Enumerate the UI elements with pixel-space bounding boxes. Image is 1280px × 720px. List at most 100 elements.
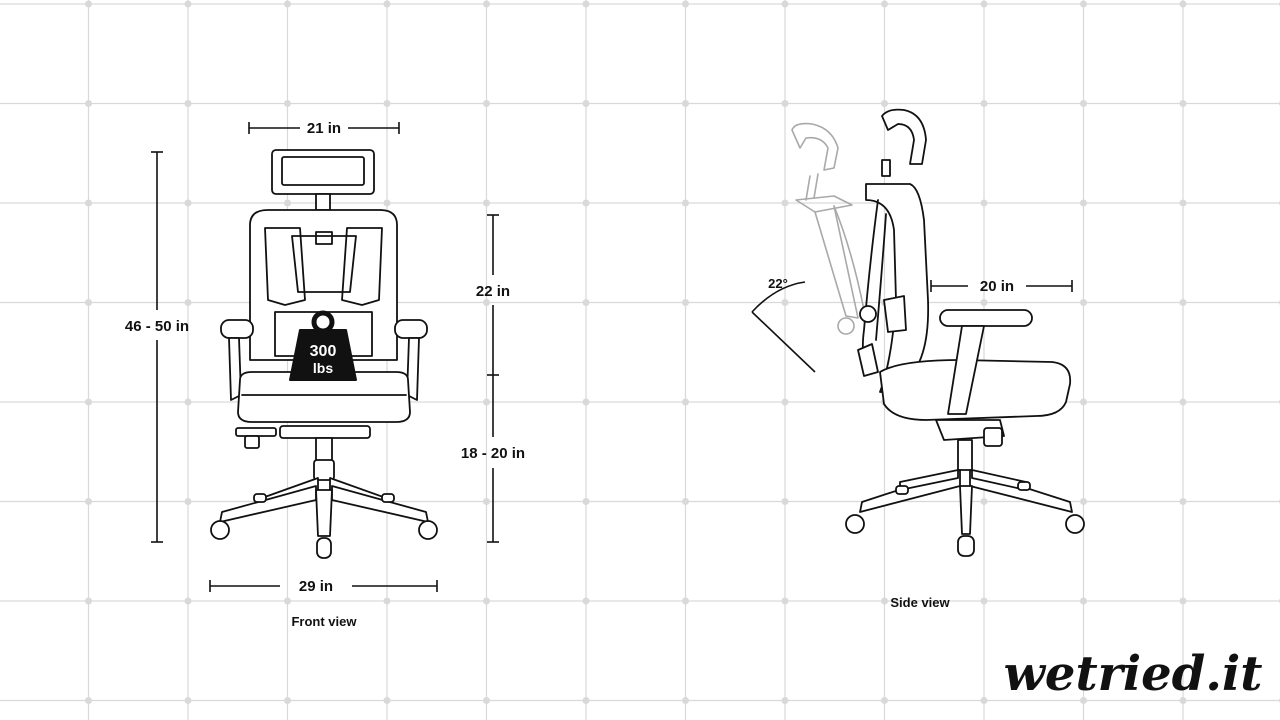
grid-node-dot [383, 199, 391, 207]
side-dimension-lines [751, 280, 1073, 373]
grid-node-dot [1179, 398, 1187, 406]
grid-node-dot [682, 697, 689, 704]
grid-node-dot [284, 0, 291, 8]
grid-node-dot [1080, 697, 1087, 704]
grid-node-dot [881, 697, 888, 704]
weight-capacity-icon: 300 lbs [289, 310, 357, 381]
grid-node-dot [1179, 100, 1187, 107]
seat-depth-label: 20 in [980, 278, 1014, 295]
grid-node-dot [184, 100, 192, 107]
grid-node-dot [184, 597, 192, 605]
reclined-backrest-ghost [791, 122, 865, 335]
grid-node-dot [483, 697, 490, 704]
grid-node-dot [184, 299, 192, 306]
grid-node-dot [881, 100, 888, 107]
grid-node-dot [184, 398, 192, 406]
grid-node-dot [781, 199, 789, 207]
grid-node-dot [284, 697, 291, 704]
grid-node-dot [184, 0, 192, 8]
grid-node-dot [582, 0, 590, 8]
grid-node-dot [85, 0, 92, 8]
grid-node-dot [284, 597, 291, 605]
grid-node-dot [184, 498, 192, 505]
grid-node-dot [980, 199, 988, 207]
grid-node-dot [1179, 597, 1187, 605]
grid-node-dot [781, 697, 789, 704]
grid-node-dot [85, 299, 92, 306]
grid-node-dot [483, 0, 490, 8]
grid-node-dot [1080, 299, 1087, 306]
grid-node-dot [85, 498, 92, 505]
grid-node-dot [1179, 0, 1187, 8]
wetried-it-logo: wetried.it [1004, 646, 1263, 702]
front-view-chair-drawing [210, 149, 438, 559]
grid-node-dot [85, 398, 92, 406]
capacity-number: 300 [310, 343, 337, 360]
front-dimension-lines [151, 122, 499, 592]
grid-node-dot [284, 199, 291, 207]
grid-node-dot [483, 299, 490, 306]
grid-node-dot [881, 0, 888, 8]
grid-node-dot [483, 100, 490, 107]
grid-node-dot [682, 597, 689, 605]
grid-node-dot [582, 597, 590, 605]
grid-node-dot [1080, 100, 1087, 107]
height-total-label: 46 - 50 in [125, 318, 189, 335]
grid-node-dot [483, 199, 490, 207]
grid-node-dot [682, 0, 689, 8]
grid-node-dot [781, 0, 789, 8]
grid-node-dot [582, 100, 590, 107]
grid-node-dot [582, 697, 590, 704]
grid-node-dot [85, 697, 92, 704]
grid-node-dot [781, 597, 789, 605]
grid-node-dot [582, 299, 590, 306]
grid-node-dot [582, 199, 590, 207]
grid-node-dot [1080, 597, 1087, 605]
grid-node-dot [184, 199, 192, 207]
grid-node-dot [483, 597, 490, 605]
grid-node-dot [1080, 0, 1087, 8]
grid-node-dot [582, 498, 590, 505]
grid-node-dot [1179, 299, 1187, 306]
grid-node-dot [1179, 199, 1187, 207]
grid-node-dot [980, 0, 988, 8]
grid-node-dot [1080, 498, 1087, 505]
grid-node-dot [980, 697, 988, 704]
grid-node-dot [781, 498, 789, 505]
grid-node-dot [284, 100, 291, 107]
grid-node-dot [383, 0, 391, 8]
grid-node-dot [980, 299, 988, 306]
grid-node-dot [980, 498, 988, 505]
grid-node-dot [682, 498, 689, 505]
grid-node-dot [682, 299, 689, 306]
side-view-caption: Side view [890, 595, 950, 610]
grid-node-dot [1179, 498, 1187, 505]
grid-node-dot [1080, 398, 1087, 406]
grid-node-dot [682, 100, 689, 107]
capacity-unit: lbs [313, 360, 333, 376]
grid-node-dot [682, 199, 689, 207]
grid-node-dot [980, 597, 988, 605]
grid-node-dot [184, 697, 192, 704]
width-top-label: 21 in [307, 120, 341, 137]
grid-node-dot [781, 398, 789, 406]
grid-node-dot [383, 597, 391, 605]
recline-angle-label: 22° [768, 276, 788, 291]
grid-node-dot [1080, 199, 1087, 207]
back-height-label: 22 in [476, 283, 510, 300]
grid-node-dot [85, 100, 92, 107]
grid-node-dot [483, 398, 490, 406]
grid-node-dot [781, 299, 789, 306]
grid-node-dot [483, 498, 490, 505]
grid-node-dot [383, 100, 391, 107]
grid-node-dot [781, 100, 789, 107]
grid-node-dot [582, 398, 590, 406]
grid-node-dot [85, 199, 92, 207]
base-width-label: 29 in [299, 578, 333, 595]
grid-node-dot [682, 398, 689, 406]
seat-height-label: 18 - 20 in [461, 445, 525, 462]
side-view-chair-drawing [845, 108, 1085, 557]
grid-node-dot [383, 697, 391, 704]
